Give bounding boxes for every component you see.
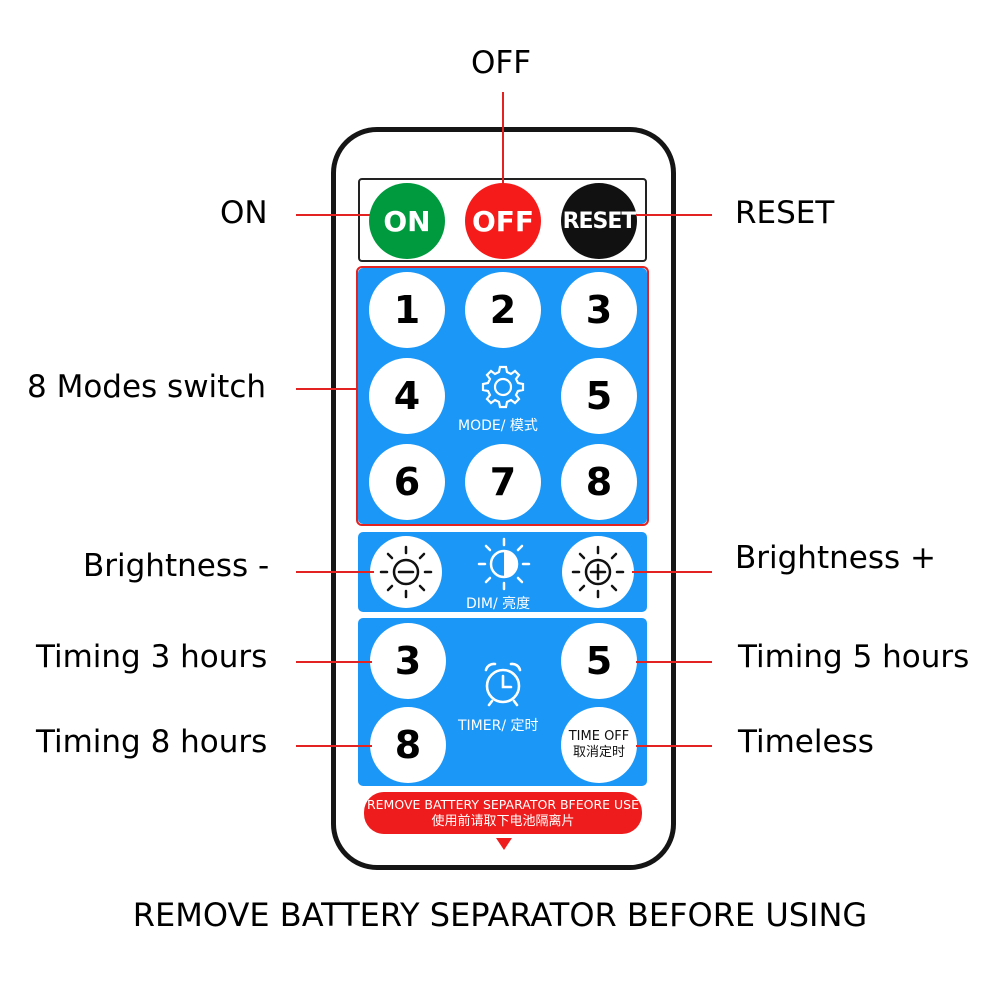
timer-5-button[interactable]: 5	[561, 623, 637, 699]
callout-brightness-plus: Brightness +	[735, 540, 936, 576]
callout-on: ON	[220, 195, 268, 231]
battery-warning: REMOVE BATTERY SEPARATOR BFEORE USE 使用前请…	[364, 792, 642, 834]
timer-label: TIMER/ 定时	[458, 718, 539, 734]
callout-line-timing-3	[296, 661, 372, 663]
mode-button-label: 3	[585, 288, 613, 332]
reset-button-label: RESET	[562, 208, 637, 234]
timer-3-button[interactable]: 3	[370, 623, 446, 699]
sun-minus-icon	[379, 545, 433, 599]
off-button[interactable]: OFF	[465, 183, 541, 259]
half-sun-icon	[477, 537, 531, 591]
mode-button-label: 7	[489, 460, 517, 504]
mode-button-label: 2	[489, 288, 517, 332]
callout-timing-8: Timing 8 hours	[36, 724, 268, 760]
callout-line-brightness-plus	[632, 571, 712, 573]
sun-plus-icon	[571, 545, 625, 599]
mode-button-label: 6	[393, 460, 421, 504]
callout-line-modes	[296, 388, 358, 390]
battery-warning-en: REMOVE BATTERY SEPARATOR BFEORE USE	[366, 797, 640, 812]
modes-panel-highlight	[356, 266, 649, 526]
brightness-minus-button[interactable]	[370, 536, 442, 608]
alarm-clock-icon	[484, 662, 522, 707]
callout-timing-3: Timing 3 hours	[36, 639, 268, 675]
gear-icon	[481, 365, 525, 409]
mode-button-label: 8	[585, 460, 613, 504]
callout-line-timing-5	[636, 661, 712, 663]
mode-label: MODE/ 模式	[458, 418, 538, 434]
callout-line-off	[502, 92, 504, 184]
timer-button-label: 5	[585, 639, 613, 683]
triangle-down-icon	[496, 838, 512, 850]
bottom-title: REMOVE BATTERY SEPARATOR BEFORE USING	[132, 896, 868, 934]
mode-button-7[interactable]: 7	[465, 444, 541, 520]
brightness-plus-button[interactable]	[562, 536, 634, 608]
mode-button-2[interactable]: 2	[465, 272, 541, 348]
battery-warning-cn: 使用前请取下电池隔离片	[431, 814, 575, 829]
mode-button-8[interactable]: 8	[561, 444, 637, 520]
callout-line-timing-8	[296, 745, 372, 747]
dim-label: DIM/ 亮度	[466, 596, 531, 612]
timer-button-label: 3	[394, 639, 422, 683]
reset-button[interactable]: RESET	[561, 183, 637, 259]
time-off-label-cn: 取消定时	[572, 745, 625, 760]
mode-button-6[interactable]: 6	[369, 444, 445, 520]
callout-off: OFF	[471, 45, 532, 81]
mode-button-label: 1	[393, 288, 421, 332]
timer-button-label: 8	[394, 723, 422, 767]
time-off-label-en: TIME OFF	[568, 729, 630, 745]
callout-line-reset	[636, 214, 712, 216]
mode-button-label: 4	[393, 374, 421, 418]
mode-button-1[interactable]: 1	[369, 272, 445, 348]
callout-brightness-minus: Brightness -	[83, 548, 270, 584]
mode-button-3[interactable]: 3	[561, 272, 637, 348]
callout-line-brightness-minus	[296, 571, 374, 573]
time-off-button[interactable]: TIME OFF 取消定时	[561, 707, 637, 783]
on-button-label: ON	[383, 204, 431, 238]
callout-timing-5: Timing 5 hours	[738, 639, 970, 675]
mode-button-5[interactable]: 5	[561, 358, 637, 434]
on-button[interactable]: ON	[369, 183, 445, 259]
off-button-label: OFF	[471, 204, 535, 238]
timer-8-button[interactable]: 8	[370, 707, 446, 783]
mode-button-4[interactable]: 4	[369, 358, 445, 434]
callout-reset: RESET	[735, 195, 835, 231]
callout-line-on	[296, 214, 370, 216]
mode-button-label: 5	[585, 374, 613, 418]
callout-modes: 8 Modes switch	[27, 369, 267, 405]
callout-timeless: Timeless	[738, 724, 874, 760]
callout-line-timeless	[636, 745, 712, 747]
